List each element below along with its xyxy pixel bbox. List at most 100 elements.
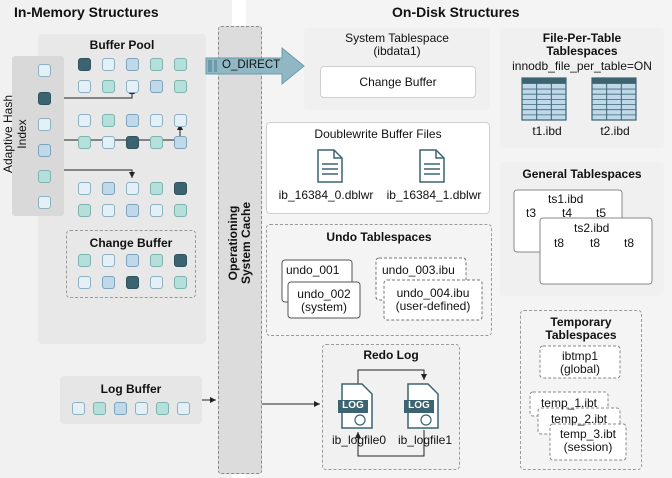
buffer-pool-title: Buffer Pool [89, 38, 155, 52]
change-buffer-page [102, 276, 115, 289]
hash-index-entry [38, 92, 51, 105]
ib-logfile0-label: ib_logfile0 [331, 433, 387, 447]
undo-002-box [287, 281, 361, 319]
os-cache-panel [218, 26, 262, 474]
buffer-pool-page [174, 80, 187, 93]
ib-logfile1-label: ib_logfile1 [397, 433, 453, 447]
buffer-pool-page [78, 182, 91, 195]
ibtmp1-box [539, 345, 621, 379]
ts2-t8c-label: t8 [624, 236, 635, 250]
buffer-pool-page [78, 136, 91, 149]
log-buffer-entry [114, 402, 127, 415]
on-disk-title: On-Disk Structures [392, 4, 520, 20]
buffer-pool-page [78, 58, 91, 71]
file-per-table-line1: File-Per-Table [542, 31, 622, 45]
change-buffer-page [102, 254, 115, 267]
o-direct-arrow [205, 46, 305, 86]
system-tablespace-title: System Tablespace (ibdata1) [304, 32, 490, 58]
buffer-pool-page [78, 204, 91, 217]
hash-pointer-arrows [64, 88, 183, 178]
hash-index-entry [38, 144, 51, 157]
log-buffer-panel [60, 376, 202, 424]
change-buffer-page [150, 276, 163, 289]
ts1-label: ts1.ibd [548, 192, 584, 206]
temp2-label: temp_2.ibt [550, 412, 608, 426]
adaptive-hash-index-panel [12, 56, 64, 216]
temporary-line2: Tablespaces [545, 328, 617, 342]
file-per-table-setting: innodb_file_per_table=ON [512, 59, 652, 73]
change-buffer-page [126, 254, 139, 267]
t1-ibd-label: t1.ibd [532, 124, 562, 138]
ts2-box [539, 217, 653, 285]
doublewrite-file-0-label: ib_16384_0.dblwr [278, 188, 374, 202]
buffer-pool-page [174, 58, 187, 71]
file-per-table-title: File-Per-Table Tablespaces [500, 32, 664, 58]
redo-log-title: Redo Log [363, 348, 419, 362]
undo-tablespaces-title: Undo Tablespaces [326, 230, 432, 244]
buffer-pool-page [174, 114, 187, 127]
in-memory-title: In-Memory Structures [14, 4, 159, 20]
buffer-pool-page [102, 114, 115, 127]
t2-ibd-label: t2.ibd [600, 124, 630, 138]
buffer-pool-page [150, 136, 163, 149]
ts2-t8b-label: t8 [590, 236, 601, 250]
change-buffer-page [150, 254, 163, 267]
system-change-buffer-label: Change Buffer [359, 75, 437, 89]
log-buffer-title: Log Buffer [100, 382, 162, 396]
change-buffer-page [174, 254, 187, 267]
ibtmp1-label: ibtmp1 [561, 349, 599, 363]
buffer-pool-page [78, 80, 91, 93]
ts2-t8a-label: t8 [554, 236, 565, 250]
log-buffer-entry [93, 402, 106, 415]
undo-002-label: undo_002 [297, 287, 351, 301]
hash-index-entry [38, 170, 51, 183]
log-buffer-entry [177, 402, 190, 415]
hash-index-entry [38, 64, 51, 77]
redo-icon-text-0: LOG [342, 400, 364, 411]
log-buffer-entry [135, 402, 148, 415]
buffer-pool-page [78, 114, 91, 127]
undo-001-label: undo_001 [286, 263, 340, 277]
undo-002-sub: (system) [301, 300, 347, 314]
redo-cycle-arrows [355, 369, 427, 457]
system-change-buffer [320, 66, 476, 98]
buffer-pool-page [126, 114, 139, 127]
buffer-pool-page [150, 58, 163, 71]
undo-004-sub: (user-defined) [395, 299, 471, 313]
system-tablespace-line2: (ibdata1) [373, 44, 421, 58]
log-buffer-entry [156, 402, 169, 415]
ts1-t3-label: t3 [526, 206, 537, 220]
buffer-pool-page [102, 136, 115, 149]
temporary-line1: Temporary [550, 315, 612, 329]
hash-index-entry [38, 196, 51, 209]
buffer-pool-page [174, 136, 187, 149]
temp3-label: temp_3.ibt [559, 427, 617, 441]
buffer-pool-page [174, 182, 187, 195]
general-tablespaces-title: General Tablespaces [522, 167, 642, 181]
temporary-tablespaces-title: Temporary Tablespaces [520, 316, 642, 342]
buffer-pool-page [126, 204, 139, 217]
system-tablespace-line1: System Tablespace [345, 31, 449, 45]
t2-table-icon [591, 77, 637, 121]
buffer-pool-page [150, 114, 163, 127]
hash-index-entry [38, 118, 51, 131]
buffer-pool-page [102, 204, 115, 217]
buffer-pool-page [174, 204, 187, 217]
temp3-box [549, 423, 627, 461]
doublewrite-file-icon-0 [317, 149, 343, 183]
temp-session-label: (session) [563, 440, 613, 454]
buffer-pool-page [126, 136, 139, 149]
buffer-pool-page [150, 204, 163, 217]
log-file-icon-0 [338, 383, 373, 429]
o-direct-label: O_DIRECT [222, 59, 281, 71]
ts2-label: ts2.ibd [574, 221, 610, 235]
change-buffer-page [126, 276, 139, 289]
undo-004-box [383, 279, 483, 321]
log-file-icon-1 [404, 383, 439, 429]
buffer-pool-page [126, 182, 139, 195]
buffer-pool-page [102, 182, 115, 195]
change-buffer-page [174, 276, 187, 289]
buffer-pool-page [102, 58, 115, 71]
